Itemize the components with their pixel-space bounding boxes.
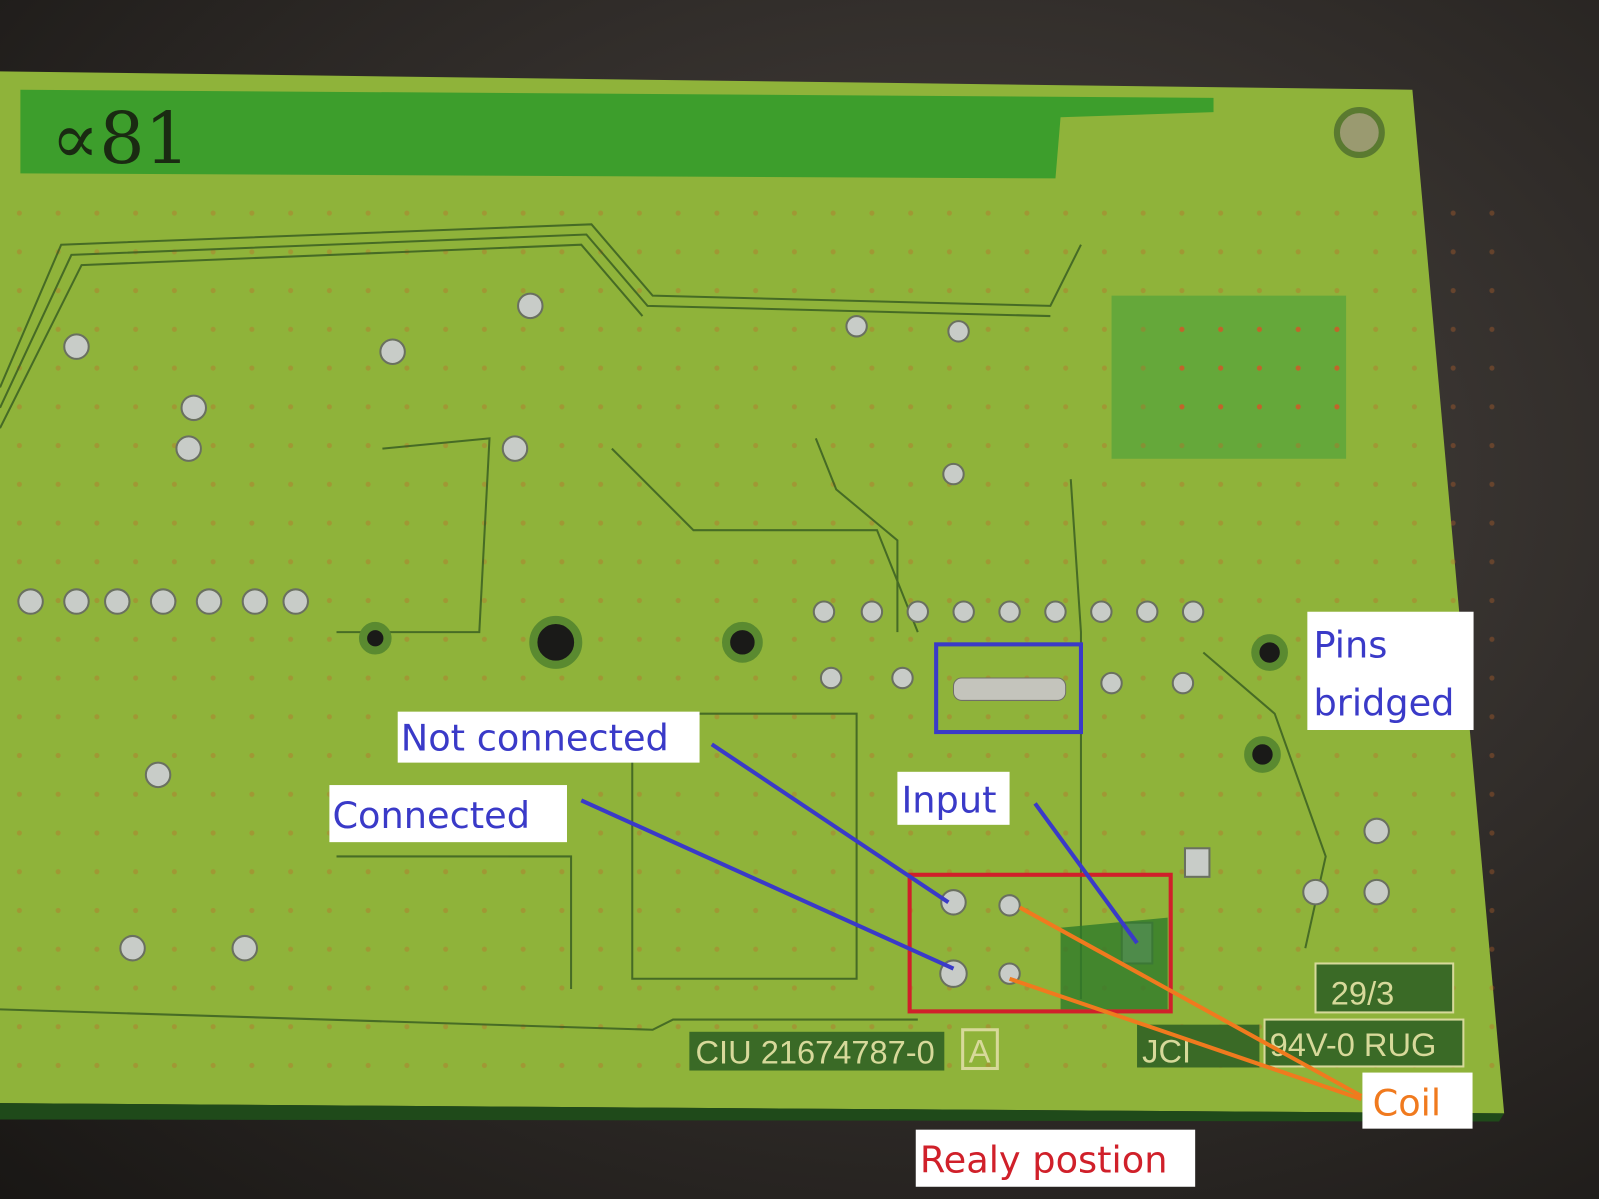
svg-text:Coil: Coil xyxy=(1373,1081,1441,1124)
ground-plane xyxy=(20,89,1214,179)
relay-highlight-box xyxy=(907,872,1173,1014)
pcb-traces xyxy=(0,223,1327,1031)
annotation-coil: Coil xyxy=(1362,1072,1473,1129)
corner-hole xyxy=(1333,107,1385,159)
silk-part-number: CIU 21674787-0 xyxy=(695,1033,934,1070)
silk-revision: A xyxy=(969,1032,991,1069)
silk-date-code: 29/3 xyxy=(1331,974,1394,1011)
annotation-connected: Connected xyxy=(329,785,567,843)
svg-text:bridged: bridged xyxy=(1313,682,1454,725)
annotation-pins-bridged: Pins bridged xyxy=(1307,611,1474,731)
svg-text:Realy postion: Realy postion xyxy=(920,1138,1168,1181)
solder-bridge xyxy=(952,677,1067,701)
blue-pointer-lines xyxy=(580,742,1139,971)
annotation-relay-position: Realy postion xyxy=(915,1129,1196,1187)
silk-rating: 94V-0 RUG xyxy=(1270,1026,1437,1063)
handwritten-marking: ∝81 xyxy=(51,97,190,180)
svg-text:Not connected: Not connected xyxy=(401,716,669,759)
orange-pointer-lines xyxy=(1008,905,1363,1102)
mounting-holes xyxy=(358,615,1288,773)
svg-text:Input: Input xyxy=(901,779,996,822)
annotation-input: Input xyxy=(897,771,1010,825)
annotation-not-connected: Not connected xyxy=(397,711,700,763)
silkscreen-labels: CIU 21674787-0 A JCI 94V-0 RUG 29/3 xyxy=(689,962,1465,1071)
svg-text:Connected: Connected xyxy=(332,794,530,837)
svg-text:Pins: Pins xyxy=(1313,624,1387,667)
bridge-highlight-box xyxy=(934,642,1083,735)
